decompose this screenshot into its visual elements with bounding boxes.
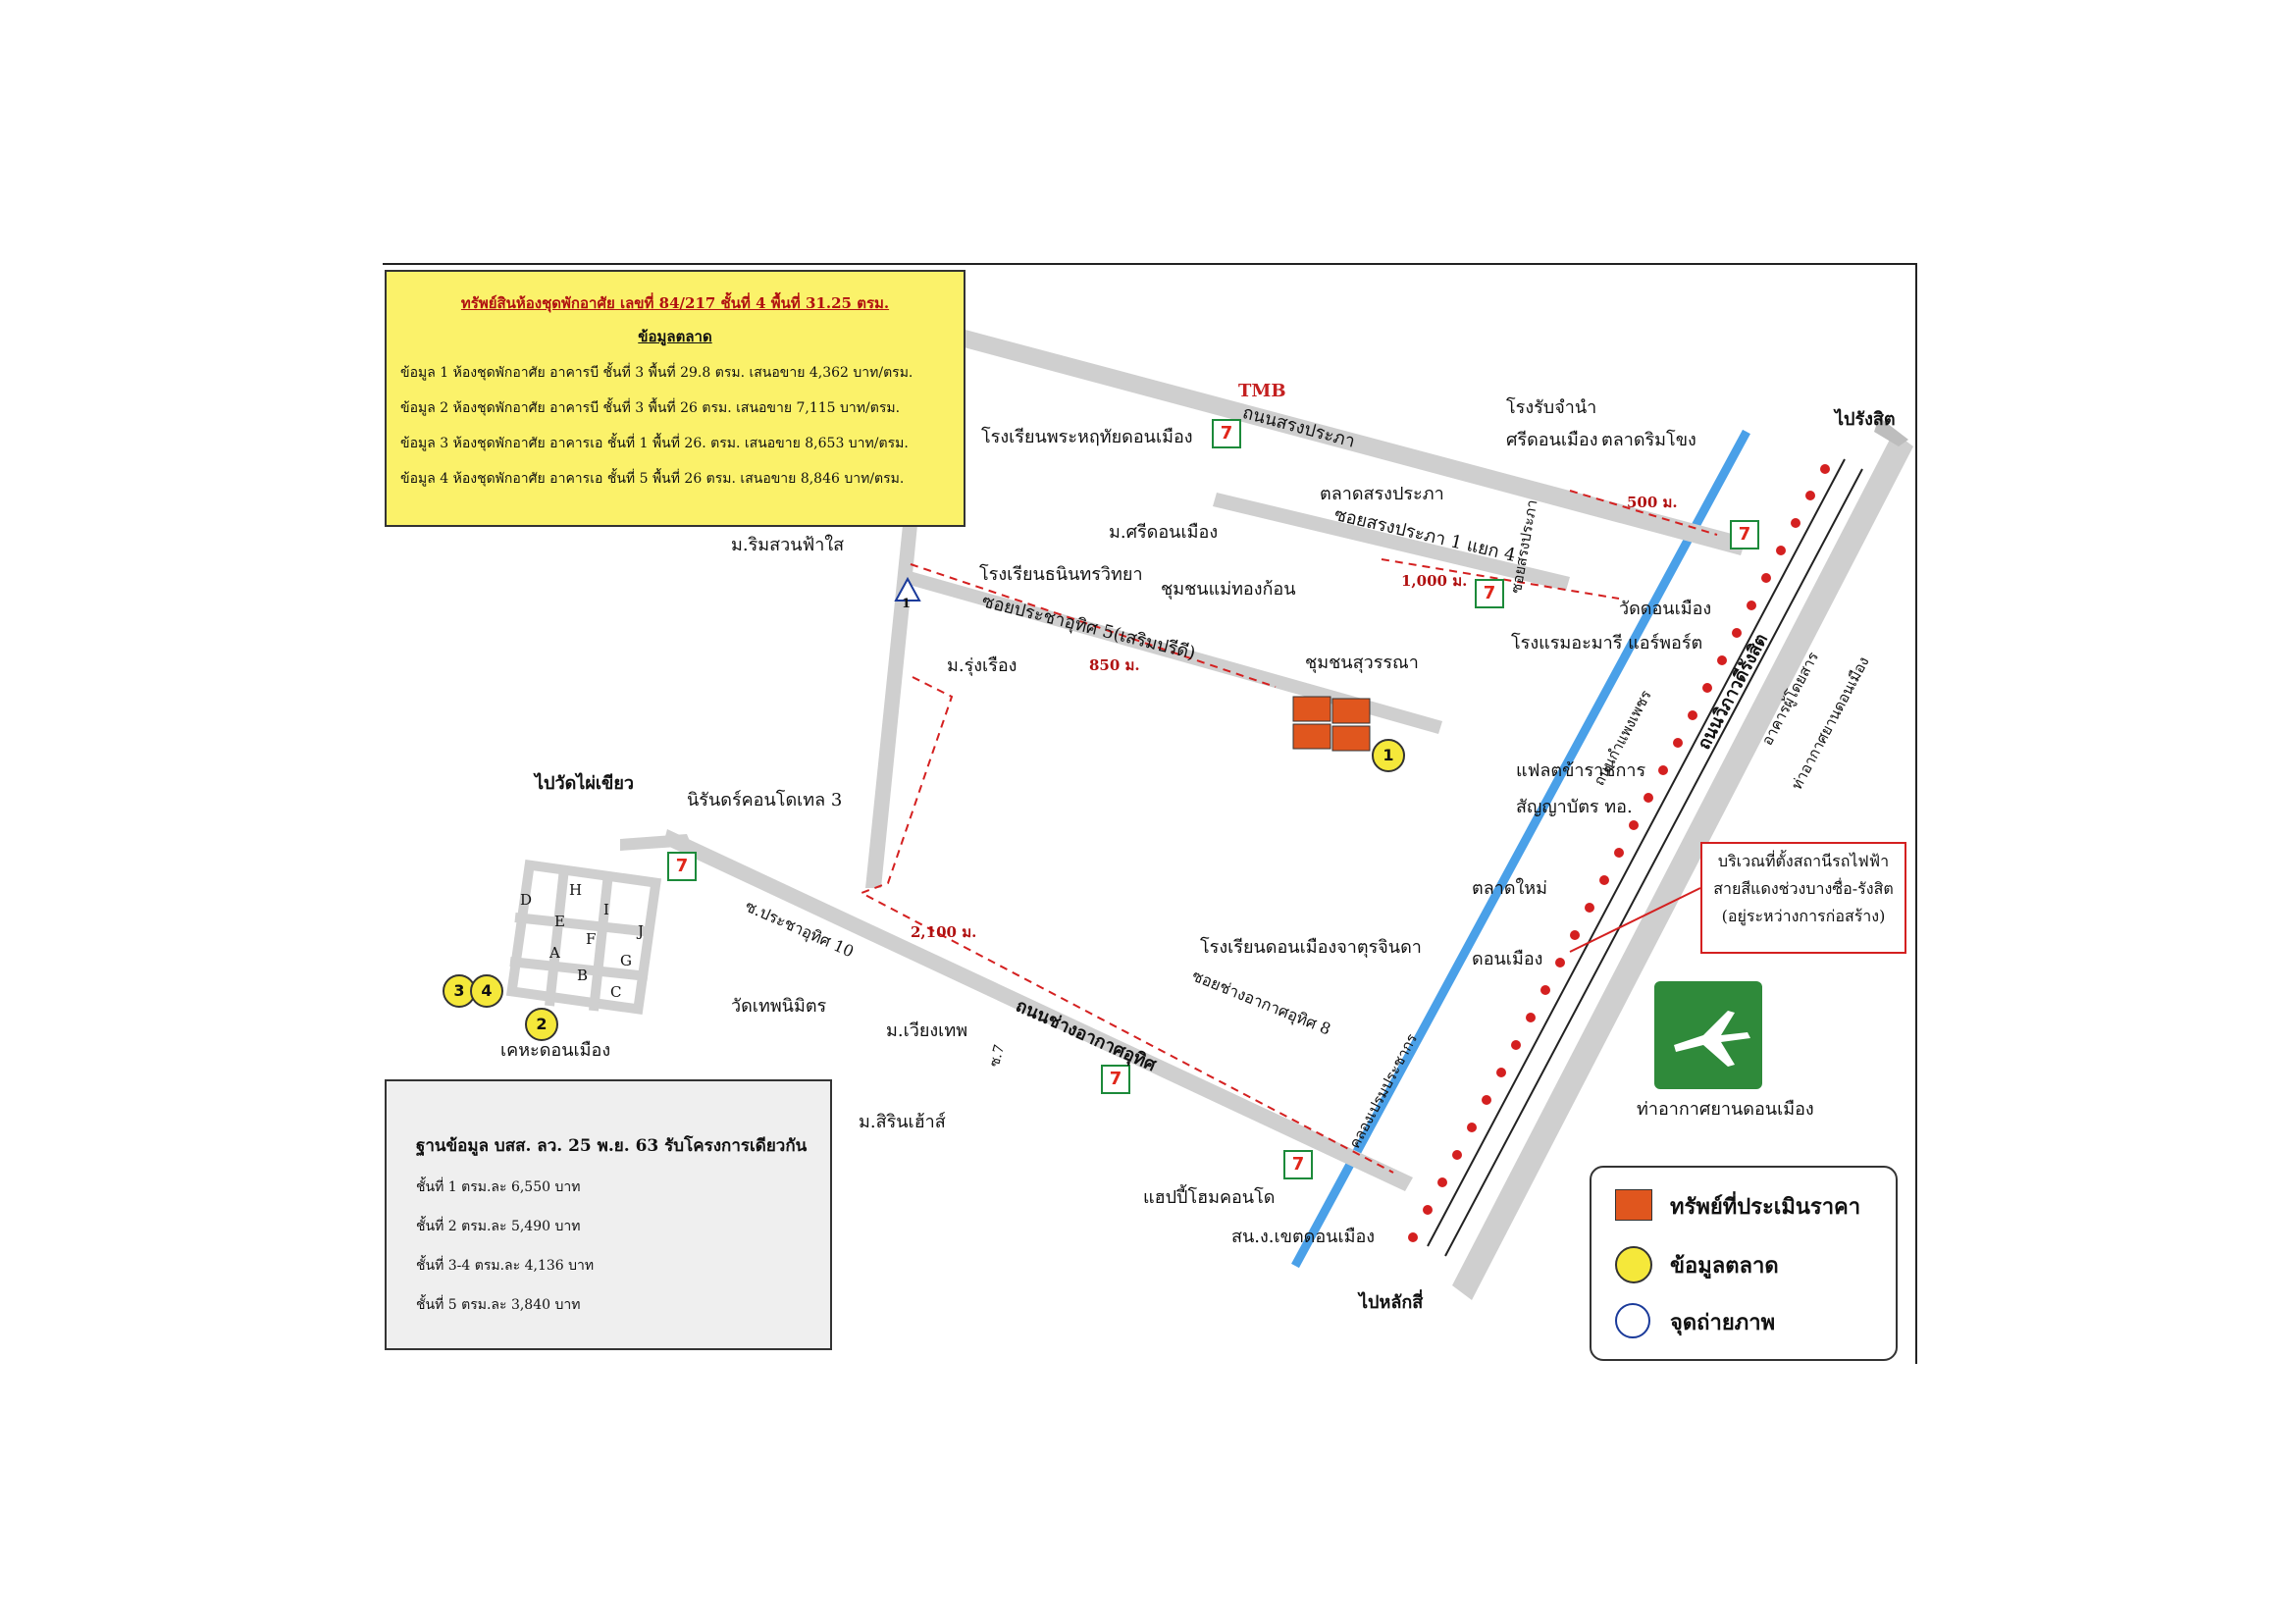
label-pawn-shop-2: ศรีดอนเมือง	[1506, 430, 1598, 450]
seven-eleven-icon: 7	[1101, 1065, 1130, 1094]
market-marker-1: 1	[1372, 739, 1405, 772]
legend-market-label: ข้อมูลตลาด	[1670, 1253, 1779, 1279]
canal-line	[1291, 429, 1750, 1269]
label-m-wiang-thep: ม.เวียงเทพ	[886, 1020, 968, 1041]
market-marker-4: 4	[470, 974, 503, 1008]
label-hotel-amari: โรงแรมอะมารี แอร์พอร์ต	[1511, 633, 1703, 654]
label-market-rimkhong: ตลาดริมโขง	[1601, 430, 1696, 450]
label-thep-don-mueang: เคหะดอนเมือง	[500, 1040, 611, 1061]
label-m-sirin: ม.สิรินเฮ้าส์	[859, 1112, 946, 1132]
grid-letter: D	[520, 891, 533, 909]
seven-eleven-icon: 7	[1212, 419, 1241, 448]
label-m-rung-rueang: ม.รุ่งเรือง	[947, 655, 1018, 676]
station-pointer	[1569, 887, 1701, 953]
rail-dots	[1408, 464, 1830, 1242]
label-flat-2: สัญญาบัตร ทอ.	[1516, 797, 1633, 817]
label-m-sri-donmueang: ม.ศรีดอนเมือง	[1109, 522, 1219, 543]
label-school-thanin: โรงเรียนธนินทรวิทยา	[979, 564, 1143, 585]
station-box: บริเวณที่ตั้งสถานีรถไฟฟ้า สายสีแดงช่วงบา…	[1700, 842, 1906, 954]
legend-market-icon	[1615, 1246, 1652, 1283]
grid-letter: E	[554, 913, 565, 930]
label-nirun-condo: นิรันดร์คอนโดเทล 3	[687, 790, 843, 810]
info-row-3: ข้อมูล 3 ห้องชุดพักอาศัย อาคารเอ ชั้นที่…	[400, 436, 909, 451]
road-to-wat-phai-khiao	[620, 834, 692, 851]
info-row-1: ข้อมูล 1 ห้องชุดพักอาศัย อาคารบี ชั้นที่…	[400, 365, 913, 381]
label-airport: ท่าอากาศยานดอนเมือง	[1637, 1099, 1814, 1120]
label-police: สน.ง.เขตดอนเมือง	[1231, 1227, 1376, 1247]
legend: ทรัพย์ที่ประเมินราคา ข้อมูลตลาด จุดถ่ายภ…	[1590, 1166, 1898, 1361]
label-to-wat-phai-khiao: ไปวัดไผ่เขียว	[535, 773, 634, 794]
property-blocks	[1292, 696, 1371, 752]
label-to-laksi: ไปหลักสี่	[1359, 1292, 1424, 1313]
database-row-2: ชั้นที่ 2 ตรม.ละ 5,490 บาท	[416, 1219, 581, 1234]
info-subtitle: ข้อมูลตลาด	[638, 328, 712, 345]
label-m-rim-suan: ม.ริมสวนฟ้าใส	[731, 535, 845, 555]
road-vibhavadi	[1452, 432, 1913, 1300]
photo-marker-number: 1	[902, 597, 912, 611]
label-to-rangsit: ไปรังสิต	[1835, 409, 1896, 430]
seven-eleven-icon: 7	[1730, 520, 1759, 549]
legend-property-icon	[1615, 1189, 1652, 1221]
label-dist-850: 850 ม.	[1089, 656, 1140, 674]
market-marker-2: 2	[525, 1008, 558, 1041]
label-market-songprapa: ตลาดสรงประภา	[1320, 484, 1444, 504]
info-box: ทรัพย์สินห้องชุดพักอาศัย เลขที่ 84/217 ช…	[385, 270, 965, 527]
database-row-3: ชั้นที่ 3-4 ตรม.ละ 4,136 บาท	[416, 1258, 595, 1274]
label-school-chaturachinda: โรงเรียนดอนเมืองจาตุรจินดา	[1200, 937, 1422, 958]
station-line-2: สายสีแดงช่วงบางซื่อ-รังสิต	[1713, 879, 1894, 898]
road-vertical-left	[865, 525, 917, 888]
label-happy-home: แฮปปี้โฮมคอนโด	[1143, 1187, 1276, 1208]
label-community-mae-thong: ชุมชนแม่ทองก้อน	[1161, 579, 1296, 600]
station-line-3: (อยู่ระหว่างการก่อสร้าง)	[1721, 907, 1886, 925]
legend-photo-icon	[1615, 1303, 1650, 1338]
label-flat: แฟลตข้าราชการ	[1516, 760, 1646, 781]
road-songprapa	[957, 329, 1747, 555]
label-dist-500: 500 ม.	[1627, 494, 1678, 511]
label-pawn-shop: โรงรับจำนำ	[1506, 397, 1597, 418]
label-market-new: ตลาดใหม่	[1472, 878, 1548, 899]
grid-letter: A	[549, 944, 560, 962]
seven-eleven-icon: 7	[667, 852, 697, 881]
route-dashed	[859, 490, 1718, 1174]
house-grid	[505, 859, 662, 1016]
grid-letter: G	[620, 952, 632, 969]
database-title: ฐานข้อมูล บสส. ลว. 25 พ.ย. 63 รับโครงการ…	[416, 1136, 808, 1156]
rangsit-arrow	[1874, 417, 1908, 446]
seven-eleven-icon: 7	[1475, 579, 1504, 608]
label-market-new-2: ดอนเมือง	[1472, 949, 1543, 969]
info-row-4: ข้อมูล 4 ห้องชุดพักอาศัย อาคารเอ ชั้นที่…	[400, 471, 905, 487]
label-wat-don-mueang: วัดดอนเมือง	[1619, 599, 1712, 619]
legend-photo-label: จุดถ่ายภาพ	[1670, 1310, 1776, 1335]
label-wat-thep: วัดเทพนิมิตร	[731, 996, 827, 1017]
label-dist-1000: 1,000 ม.	[1401, 572, 1468, 590]
railway	[1427, 458, 1863, 1257]
road-soi-prachauthit5	[899, 569, 1442, 734]
label-tmb: TMB	[1238, 381, 1286, 401]
label-dist-2100: 2,100 ม.	[911, 923, 977, 941]
grid-letter: J	[638, 922, 645, 940]
database-row-4: ชั้นที่ 5 ตรม.ละ 3,840 บาท	[416, 1297, 581, 1313]
grid-letter: B	[577, 967, 589, 984]
grid-letter: F	[586, 930, 597, 948]
grid-letter: C	[610, 983, 622, 1001]
station-line-1: บริเวณที่ตั้งสถานีรถไฟฟ้า	[1717, 852, 1890, 870]
road-changakat	[663, 829, 1413, 1191]
grid-letter: H	[569, 881, 583, 899]
label-community-suwanna: ชุมชนสุวรรณา	[1305, 653, 1419, 673]
info-row-2: ข้อมูล 2 ห้องชุดพักอาศัย อาคารบี ชั้นที่…	[400, 400, 901, 416]
legend-property-label: ทรัพย์ที่ประเมินราคา	[1670, 1194, 1861, 1220]
label-school-phra-ruthai: โรงเรียนพระหฤทัยดอนเมือง	[981, 427, 1193, 447]
info-title: ทรัพย์สินห้องชุดพักอาศัย เลขที่ 84/217 ช…	[460, 294, 890, 312]
airport-icon	[1654, 981, 1762, 1089]
road-soi-songprapa	[1213, 493, 1570, 591]
database-row-1: ชั้นที่ 1 ตรม.ละ 6,550 บาท	[416, 1179, 581, 1195]
database-box: ฐานข้อมูล บสส. ลว. 25 พ.ย. 63 รับโครงการ…	[385, 1079, 832, 1350]
grid-letter: I	[603, 901, 609, 918]
seven-eleven-icon: 7	[1283, 1150, 1313, 1179]
photo-marker-triangle	[894, 576, 921, 601]
